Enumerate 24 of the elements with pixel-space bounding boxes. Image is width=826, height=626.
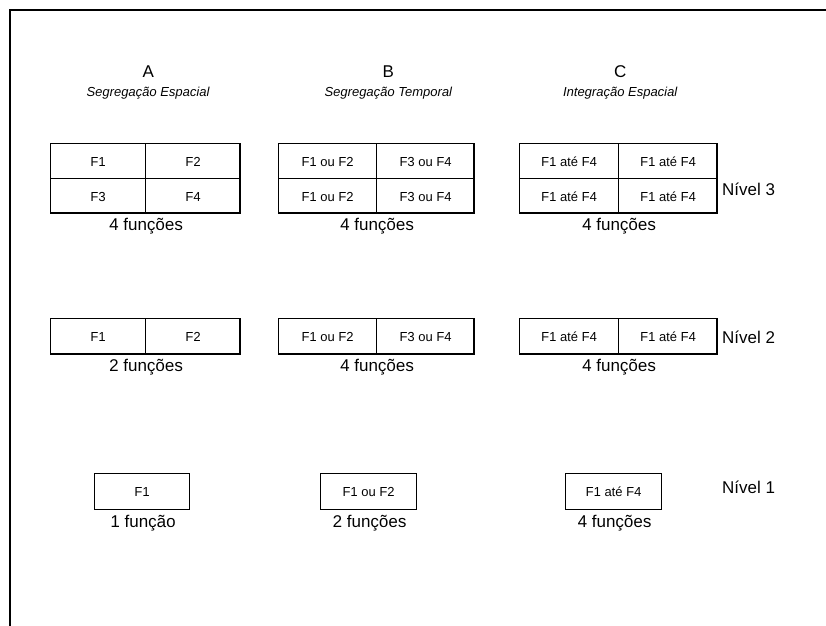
- node-label: 4 funções: [581, 215, 657, 235]
- table-cell: F1 até F4: [618, 318, 718, 355]
- table-cell: F4: [145, 178, 241, 214]
- node-label: 1 função: [109, 512, 177, 532]
- column-subtitle: Segregação Temporal: [324, 84, 452, 99]
- node-label: 4 funções: [576, 512, 652, 532]
- node-label: 4 funções: [339, 356, 415, 376]
- table-cell: F3 ou F4: [376, 318, 475, 355]
- node-label: 2 funções: [108, 356, 184, 376]
- column-subtitle: Segregação Espacial: [86, 84, 210, 99]
- node-label: 4 funções: [581, 356, 657, 376]
- column-heading: A: [142, 62, 154, 82]
- node-label: 4 funções: [339, 215, 415, 235]
- level-label: Nível 3: [722, 180, 775, 200]
- node-label: 4 funções: [108, 215, 184, 235]
- level-label: Nível 2: [722, 328, 775, 348]
- node-label: 2 funções: [332, 512, 408, 532]
- table-cell: F3 ou F4: [376, 178, 475, 214]
- table-cell: F1 até F4: [618, 178, 718, 214]
- column-subtitle: Integração Espacial: [563, 84, 678, 99]
- level-label: Nível 1: [722, 478, 775, 498]
- column-heading: B: [382, 62, 394, 82]
- column-heading: C: [614, 62, 626, 82]
- table-cell: F2: [145, 318, 241, 355]
